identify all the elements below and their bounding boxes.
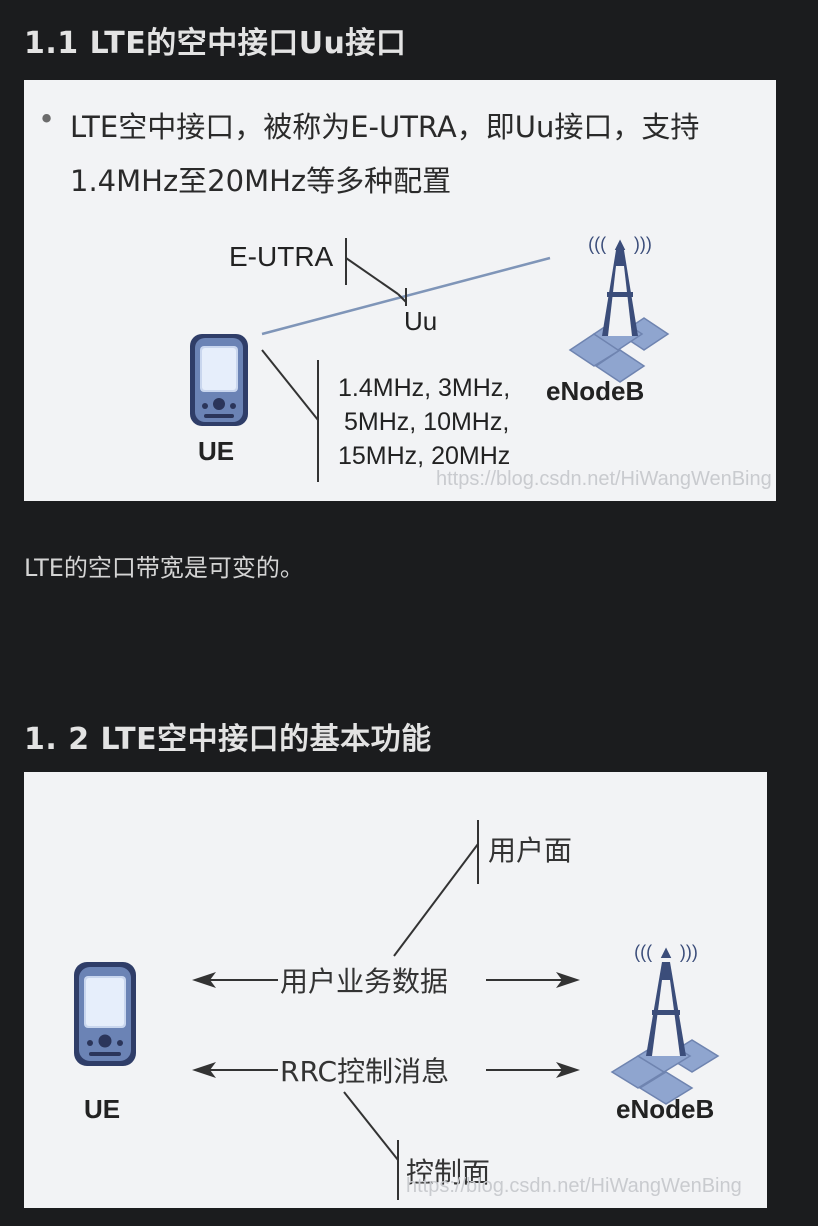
section-2-heading: 1. 2 LTE空中接口的基本功能 (24, 722, 432, 757)
control-plane-label: 控制面 (406, 1156, 490, 1189)
section-1-heading: 1.1 LTE的空中接口Uu接口 (24, 26, 407, 61)
rrc-message-label: RRC控制消息 (280, 1055, 449, 1088)
interface-functions-figure: UE 用户面 用户业务数据 RRC控制消息 控制面 ((( ▲ )) (24, 772, 767, 1208)
caption-paragraph: LTE的空口带宽是可变的。 (24, 554, 304, 582)
ue-label: UE (198, 436, 234, 466)
slide-line-1: LTE空中接口，被称为E-UTRA，即Uu接口，支持 (70, 110, 700, 144)
enodeb-label: eNodeB (616, 1094, 714, 1124)
ue-label: UE (84, 1094, 120, 1124)
watermark: https://blog.csdn.net/HiWangWenBing (436, 468, 772, 490)
eutra-label: E-UTRA (229, 241, 334, 272)
cell-tower-icon: ((( ▲ ))) (568, 234, 670, 383)
bandwidth-line-1: 1.4MHz, 3MHz, (338, 374, 510, 402)
uu-interface-figure: • LTE空中接口，被称为E-UTRA，即Uu接口，支持 1.4MHz至20MH… (24, 80, 776, 501)
functions-diagram: UE 用户面 用户业务数据 RRC控制消息 控制面 ((( ▲ )) (74, 820, 742, 1200)
mobile-phone-icon (190, 334, 248, 426)
user-data-label: 用户业务数据 (280, 965, 448, 998)
bandwidth-line-2: 5MHz, 10MHz, (344, 408, 509, 436)
svg-text:((( ▲ ))): ((( ▲ ))) (588, 234, 652, 254)
mobile-phone-icon (74, 962, 136, 1066)
uu-diagram: UE E-UTRA Uu 1.4MHz, 3MHz, 5MHz, 10MHz, … (190, 234, 772, 490)
svg-text:((( ▲ ))): ((( ▲ ))) (634, 942, 698, 962)
enodeb-label: eNodeB (546, 376, 644, 406)
bandwidth-line-3: 15MHz, 20MHz (338, 442, 510, 470)
cell-tower-icon: ((( ▲ ))) (610, 942, 720, 1105)
watermark: https://blog.csdn.net/HiWangWenBing (406, 1175, 742, 1197)
user-plane-label: 用户面 (488, 834, 572, 867)
slide-line-2: 1.4MHz至20MHz等多种配置 (70, 164, 452, 198)
uu-label: Uu (404, 306, 437, 336)
bullet-point: • (38, 102, 56, 136)
